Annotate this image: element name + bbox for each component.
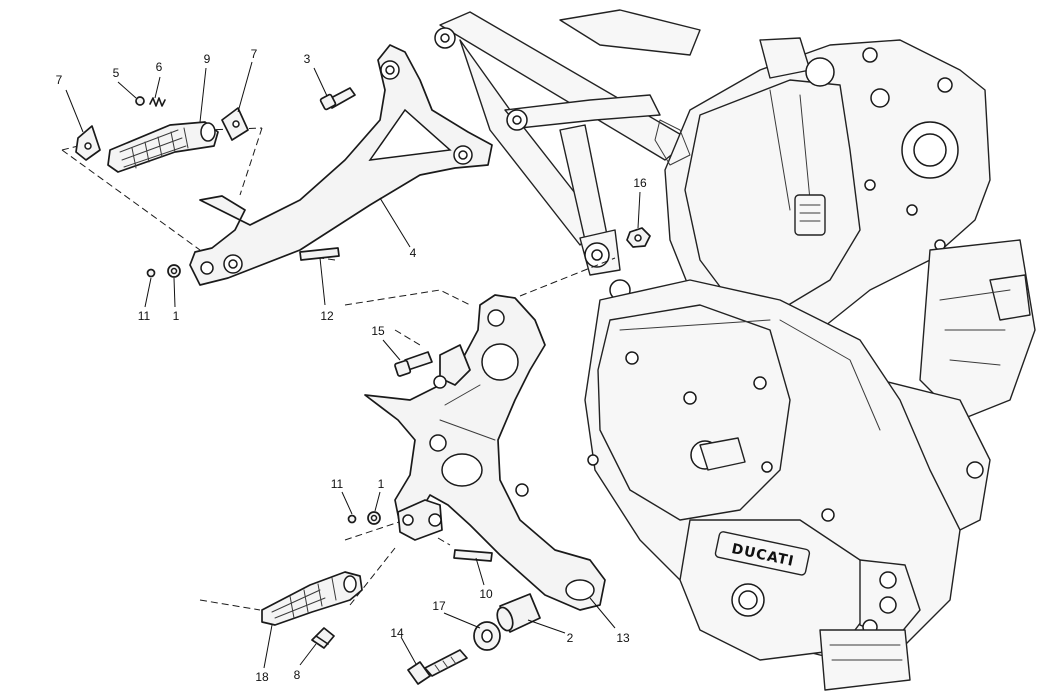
bolt-14 <box>424 649 468 677</box>
callout-9: 9 <box>204 52 211 66</box>
callout-labels: 7 5 6 9 7 3 4 11 1 12 16 15 11 1 10 17 2… <box>56 47 647 684</box>
callout-6: 6 <box>156 60 163 74</box>
spring-6 <box>149 97 166 107</box>
rear-footpeg-assembly <box>75 44 651 286</box>
callout-7-left: 7 <box>56 73 63 87</box>
front-footpeg-18 <box>261 571 363 626</box>
callout-14: 14 <box>390 626 404 640</box>
callout-11-lower: 11 <box>331 477 344 491</box>
rear-footpeg-9 <box>107 121 219 173</box>
front-footpeg-assembly <box>261 294 606 685</box>
callout-1-lower: 1 <box>378 477 385 491</box>
rear-hanger-4 <box>189 44 493 286</box>
callout-13: 13 <box>616 631 630 645</box>
leader-lines <box>65 61 641 669</box>
clip-11-lower <box>347 514 357 524</box>
pin-10 <box>453 549 493 562</box>
callout-16: 16 <box>633 176 647 190</box>
callout-5: 5 <box>113 66 120 80</box>
callout-2: 2 <box>567 631 574 645</box>
callout-17: 17 <box>432 599 446 613</box>
clip-11-upper <box>146 268 156 278</box>
callout-10: 10 <box>479 587 493 601</box>
callout-7-right: 7 <box>251 47 258 61</box>
pin-12 <box>299 247 340 261</box>
callout-15: 15 <box>371 324 385 338</box>
callout-1-upper: 1 <box>173 309 180 323</box>
callout-4: 4 <box>410 246 417 260</box>
detent-ball-5 <box>135 96 145 106</box>
engine-and-frame: DUCATI <box>434 9 1036 691</box>
spring-8 <box>311 627 335 649</box>
callout-3: 3 <box>304 52 311 66</box>
callout-18: 18 <box>255 670 269 684</box>
callout-8: 8 <box>294 668 301 682</box>
front-bracket-13 <box>364 294 606 611</box>
callout-12: 12 <box>320 309 334 323</box>
callout-11-upper: 11 <box>138 309 151 323</box>
